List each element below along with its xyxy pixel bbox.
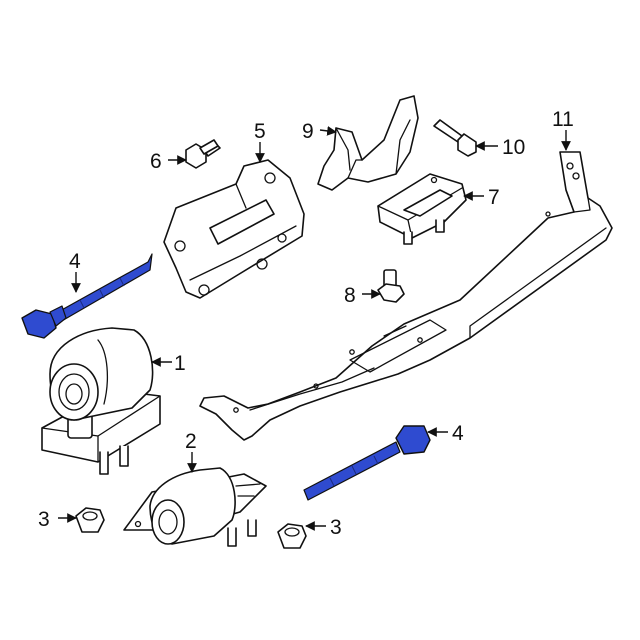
callout-11: 11 (552, 108, 574, 131)
nut-left-part (75, 507, 105, 533)
support-bracket-part (377, 173, 467, 245)
stud-nut-part (377, 269, 405, 303)
callout-8: 8 (344, 284, 356, 307)
long-bolt-part (433, 119, 477, 157)
transmission-mount-part (123, 467, 267, 547)
nut-right-part (277, 523, 307, 549)
callout-7: 7 (488, 186, 500, 209)
crossmember-part (199, 151, 613, 441)
callout-9: 9 (302, 120, 314, 143)
callout-6: 6 (150, 150, 162, 173)
callout-3a: 3 (38, 508, 50, 531)
callout-5: 5 (254, 120, 266, 143)
callout-4a: 4 (69, 250, 81, 273)
highlighted-bolt-upper (21, 253, 153, 339)
callout-10: 10 (502, 136, 525, 159)
mount-bracket-part (163, 159, 305, 299)
callout-1: 1 (174, 352, 186, 375)
callout-2: 2 (185, 430, 197, 453)
callout-3b: 3 (330, 516, 342, 539)
upper-bracket-part (317, 95, 419, 191)
bracket-bolt-part (185, 139, 221, 169)
motor-mount-part (41, 327, 161, 475)
leader-9 (319, 126, 337, 136)
highlighted-bolt-lower (303, 425, 431, 501)
callout-4b: 4 (452, 422, 464, 445)
